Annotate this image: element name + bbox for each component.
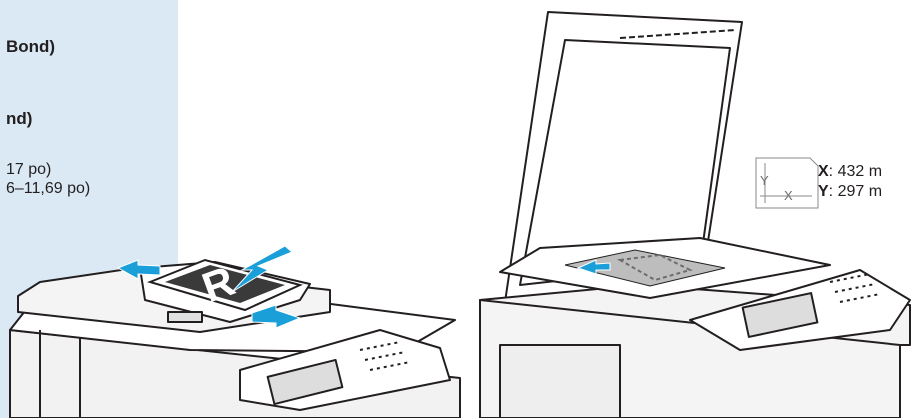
right-printer xyxy=(480,12,910,418)
dimension-y-value: : 297 m xyxy=(829,183,882,200)
right-printer-drawer xyxy=(500,345,620,418)
dimension-x-label: X: 432 m xyxy=(818,163,882,181)
dimension-x-key: X xyxy=(818,163,829,180)
dimension-y-key: Y xyxy=(818,183,829,200)
icon-y-letter: Y xyxy=(760,173,769,188)
icon-x-letter: X xyxy=(784,188,793,203)
feeder-slot xyxy=(168,312,202,322)
dimension-y-label: Y: 297 m xyxy=(818,183,882,201)
dimension-x-value: : 432 m xyxy=(829,163,882,180)
